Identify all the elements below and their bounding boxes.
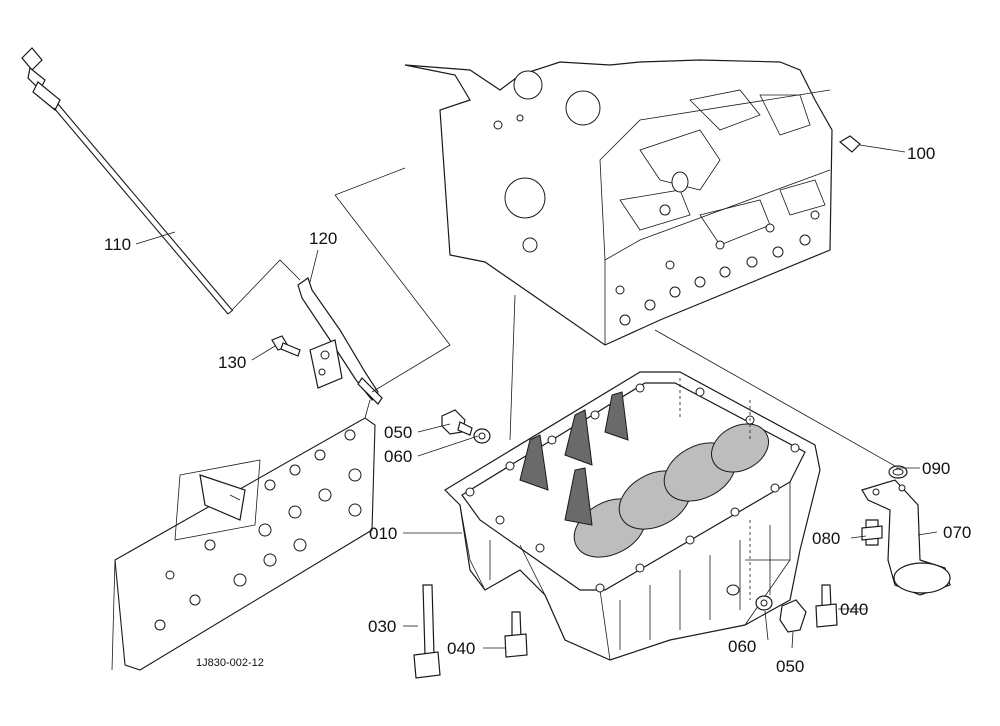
bolt-040-right <box>815 584 838 628</box>
bolt-130 <box>271 335 301 357</box>
callout-050-lower: 050 <box>776 657 804 676</box>
dipstick-guide <box>297 277 383 405</box>
stud-030 <box>413 584 441 679</box>
callout-060-lower: 060 <box>728 637 756 656</box>
callout-040-right: 040 <box>840 600 868 619</box>
callout-100: 100 <box>907 144 935 163</box>
dipstick <box>21 47 234 315</box>
pan-lower-ribs <box>489 525 771 650</box>
callout-010: 010 <box>369 524 397 543</box>
crank-webs <box>573 423 769 558</box>
engine-bolt-row <box>615 210 820 326</box>
callout-leaders <box>135 144 938 649</box>
callout-110: 110 <box>104 235 131 254</box>
plug-100 <box>838 135 861 153</box>
washer-060-lower <box>755 595 773 611</box>
oil-pan <box>444 371 821 661</box>
plug-050-lower <box>779 599 807 633</box>
callout-070: 070 <box>943 523 971 542</box>
pan-ribs <box>519 391 629 526</box>
engine-block <box>404 59 833 346</box>
pan-flange-holes <box>465 383 800 593</box>
callout-120: 120 <box>309 229 337 248</box>
diagram-code: 1J830-002-12 <box>196 657 264 669</box>
oil-strainer-070 <box>861 479 951 596</box>
bolt-080 <box>861 519 883 546</box>
bolt-040-left <box>504 611 528 658</box>
callout-060-upper: 060 <box>384 447 412 466</box>
frame-plate <box>111 417 376 671</box>
callout-030: 030 <box>368 617 396 636</box>
washer-060-upper <box>473 428 491 444</box>
callout-090: 090 <box>922 459 950 478</box>
plug-050-upper <box>441 409 473 436</box>
o-ring-090 <box>888 465 908 479</box>
callout-130: 130 <box>218 353 246 372</box>
assembly-lines <box>229 167 896 600</box>
callout-080: 080 <box>812 529 840 548</box>
callout-040-left: 040 <box>447 639 475 658</box>
callout-050-upper: 050 <box>384 423 412 442</box>
